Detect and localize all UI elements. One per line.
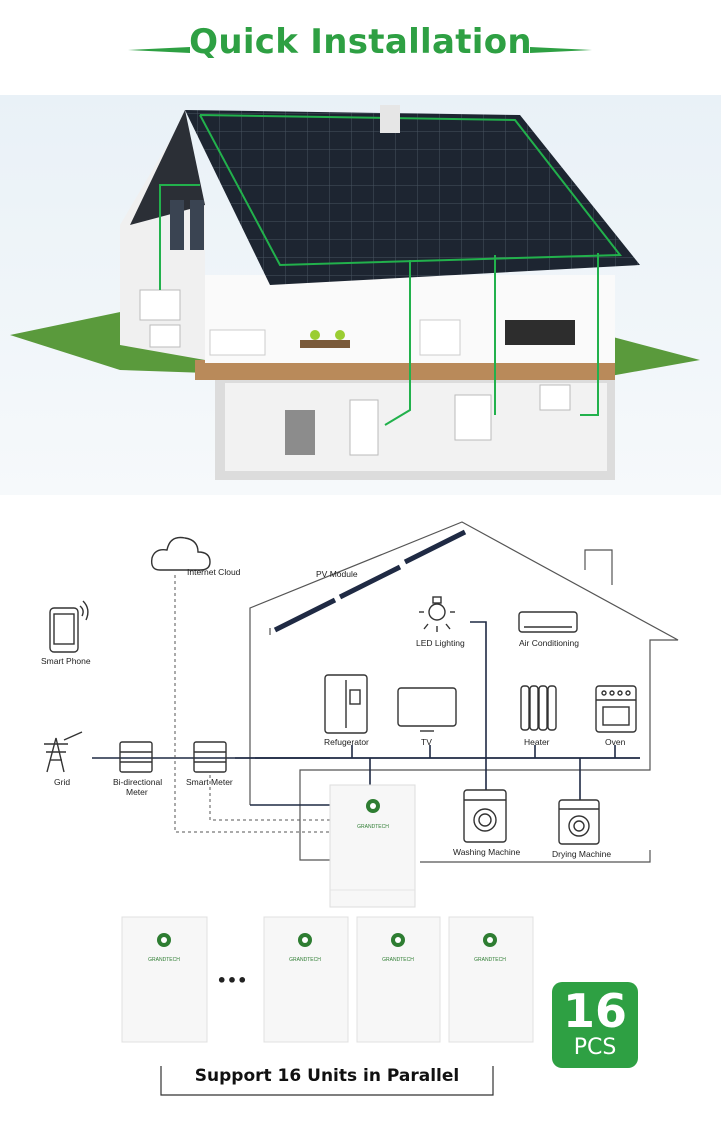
internet-cloud-label: Internet Cloud	[187, 567, 241, 577]
drying-machine-icon	[558, 799, 600, 845]
led-lighting-icon	[419, 596, 455, 632]
oven-label: Oven	[605, 737, 626, 747]
pv-module-label: PV Module	[316, 569, 358, 579]
heater-icon	[520, 685, 557, 731]
house-outline	[249, 521, 679, 863]
meter-label-line2: Meter	[126, 787, 148, 797]
ellipsis: •••	[217, 971, 248, 990]
bi-directional-meter-icon	[119, 741, 153, 773]
drying-machine-label: Drying Machine	[552, 849, 611, 859]
smart-phone-label: Smart Phone	[41, 656, 91, 666]
left-decoration-line	[128, 47, 190, 53]
badge-unit: PCS	[573, 1035, 617, 1060]
dashed-links	[174, 575, 330, 833]
smart-meter-icon	[193, 741, 227, 773]
main-battery-unit: GRANDTECH	[329, 784, 416, 908]
meter-label-line1: Bi-directional	[113, 777, 162, 787]
air-conditioning-label: Air Conditioning	[519, 638, 579, 648]
wires	[92, 621, 640, 806]
energy-system-diagram: Internet Cloud PV Module Smart Phone LED…	[41, 521, 679, 1043]
pv-panels	[273, 529, 467, 633]
oven-icon	[595, 685, 637, 733]
cloud-icon	[150, 536, 211, 571]
tv-icon	[397, 687, 457, 732]
led-lighting-label: LED Lighting	[416, 638, 465, 648]
washing-machine-label: Washing Machine	[453, 847, 521, 857]
house-cutaway-illustration	[0, 95, 721, 495]
support-caption: Support 16 Units in Parallel	[194, 1066, 460, 1086]
page-title: Quick Installation	[189, 22, 532, 62]
brand-label: GRANDTECH	[357, 824, 389, 830]
washing-machine-icon	[463, 789, 507, 843]
heater-label: Heater	[524, 737, 550, 747]
parallel-battery-unit-4: GRANDTECH	[448, 916, 534, 1043]
pcs-badge: 16 PCS	[552, 982, 638, 1068]
grid-tower-icon	[44, 731, 83, 773]
smart-phone-icon	[49, 600, 89, 653]
support-bracket	[160, 1066, 494, 1096]
parallel-battery-unit-3: GRANDTECH	[356, 916, 441, 1043]
badge-number: 16	[562, 984, 627, 1038]
brand-label: GRANDTECH	[382, 957, 414, 963]
smart-meter-label: Smart Meter	[186, 777, 233, 787]
brand-label: GRANDTECH	[148, 957, 180, 963]
parallel-battery-unit-1: GRANDTECH	[121, 916, 208, 1043]
refrigerator-icon	[324, 674, 368, 734]
tv-label: TV	[421, 737, 432, 747]
grid-label: Grid	[54, 777, 70, 787]
title-band: Quick Installation	[0, 0, 721, 95]
parallel-battery-unit-2: GRANDTECH	[263, 916, 349, 1043]
air-conditioning-icon	[518, 611, 578, 633]
refrigerator-label: Refugerator	[324, 737, 369, 747]
brand-label: GRANDTECH	[474, 957, 506, 963]
brand-label: GRANDTECH	[289, 957, 321, 963]
right-decoration-line	[530, 47, 592, 53]
